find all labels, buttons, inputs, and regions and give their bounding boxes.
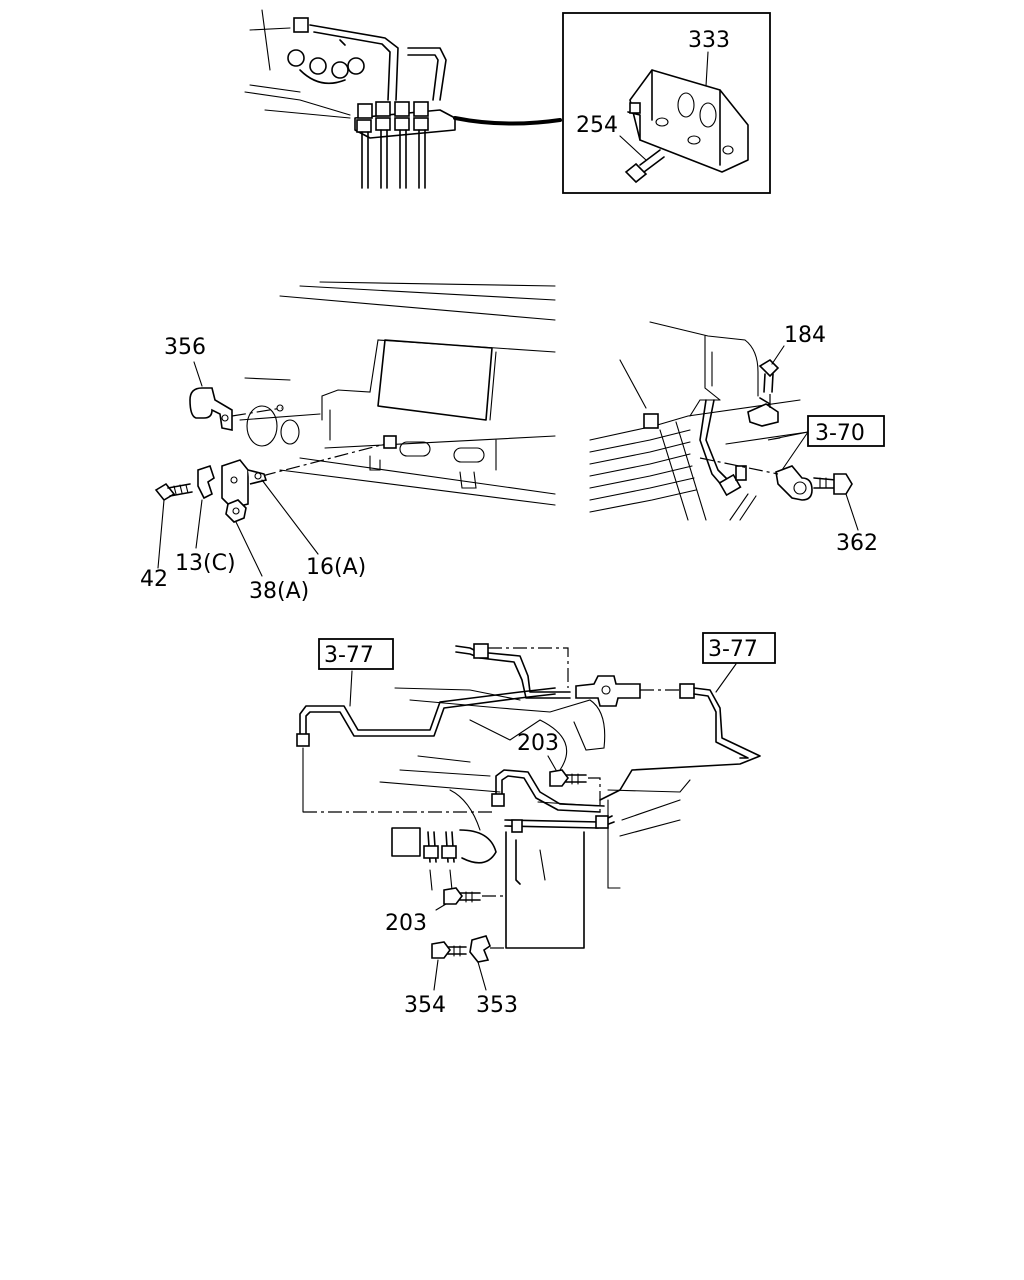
callout-353: 353 [476, 993, 518, 1018]
middle-right-hose-view: 184 362 3-70 [589, 321, 885, 556]
callout-16a: 16(A) [306, 555, 366, 580]
nut-icon [225, 499, 247, 523]
bolt-icon [443, 887, 481, 905]
bolt-icon [813, 473, 853, 495]
clip-icon [747, 397, 779, 427]
clip-icon [189, 387, 233, 431]
bolt-icon [624, 149, 665, 184]
hose-fitting-icon [735, 465, 747, 481]
callout-362: 362 [836, 531, 878, 556]
bleeder-icon [331, 61, 349, 79]
clip-icon [595, 815, 609, 829]
bolt-icon [549, 769, 587, 787]
ref-3-77-right: 3-77 [708, 637, 758, 662]
callout-203-top: 203 [517, 731, 559, 756]
top-manifold-view [244, 9, 562, 189]
pipe-fitting-icon [473, 643, 489, 659]
clip-icon [775, 465, 813, 501]
callout-42: 42 [140, 567, 168, 592]
bleeder-icon [309, 57, 327, 75]
callout-184: 184 [784, 323, 826, 348]
bleeder-icon [347, 57, 365, 75]
detail-box: 333 254 [562, 12, 771, 194]
nut-icon [643, 413, 659, 429]
clip-icon [197, 464, 215, 500]
manifold-nuts [356, 101, 429, 133]
bracket-icon [627, 69, 749, 173]
callout-354: 354 [404, 993, 446, 1018]
pipe-fitting-icon [679, 683, 695, 699]
clip-icon [469, 935, 491, 963]
detail-pointer [453, 116, 562, 126]
bracket-bolts [423, 831, 457, 891]
ref-3-70: 3-70 [815, 421, 865, 446]
stud-icon [383, 435, 397, 449]
callout-38a: 38(A) [249, 579, 309, 604]
three-way-joint-icon [575, 675, 641, 707]
bleeder-icon [287, 49, 305, 67]
ref-3-77-left: 3-77 [324, 643, 374, 668]
pipe-fitting-icon [491, 793, 505, 807]
callout-254: 254 [576, 113, 618, 138]
bolt-icon [431, 941, 467, 959]
callout-203-bottom: 203 [385, 911, 427, 936]
bracket-icon [221, 459, 268, 509]
middle-left-frame-view: 356 16(A) 13(C) 42 38(A) [140, 281, 556, 604]
pipe-fitting-icon [296, 733, 310, 747]
pipe-fitting-icon [293, 17, 309, 33]
callout-356: 356 [164, 335, 206, 360]
bottom-routing-view: 3-77 3-77 [296, 632, 776, 1018]
bolt-icon [154, 482, 193, 502]
clip-icon [511, 819, 523, 833]
bolt-icon [758, 358, 780, 393]
callout-13c: 13(C) [175, 551, 236, 576]
callout-333: 333 [688, 28, 730, 53]
